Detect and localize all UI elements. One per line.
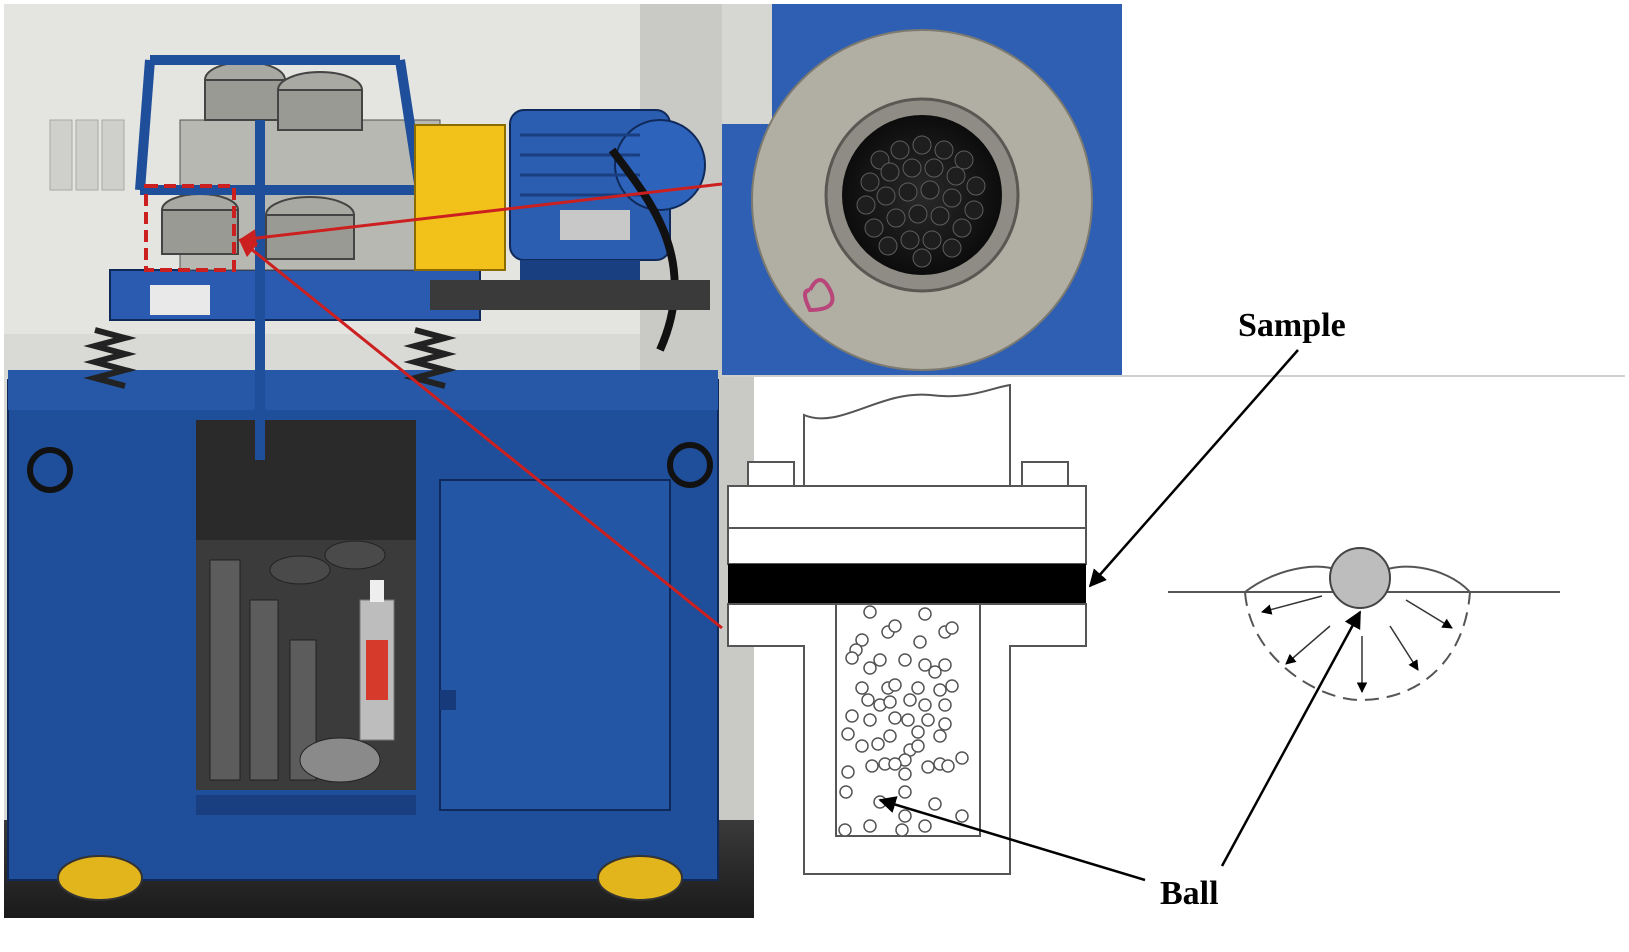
impact-detail [1168, 547, 1560, 702]
sample-label: Sample [1238, 307, 1346, 344]
sample-schematic [722, 375, 1625, 875]
callout-lines [238, 182, 723, 630]
label-arrows [878, 349, 1362, 882]
chamber-closeup-photo [722, 4, 1122, 376]
sample-plate [728, 564, 1086, 604]
ball-impact [1329, 547, 1391, 609]
selected-chamber-box [144, 184, 236, 272]
ball-label: Ball [1160, 875, 1219, 912]
machine-photo [4, 4, 754, 918]
